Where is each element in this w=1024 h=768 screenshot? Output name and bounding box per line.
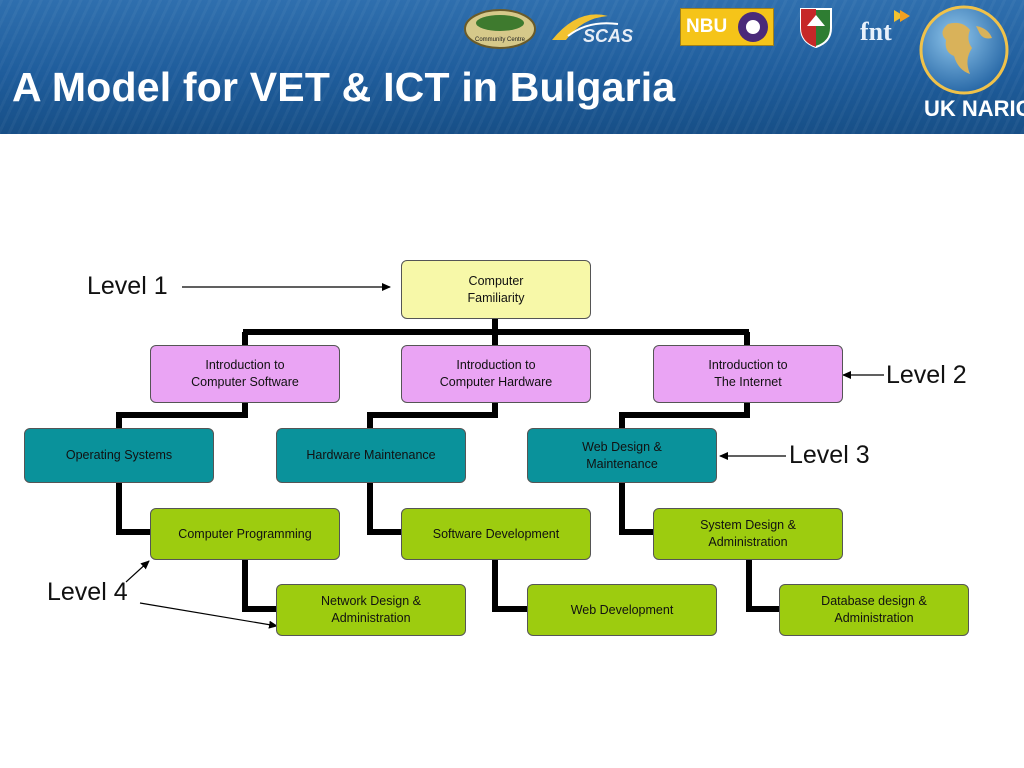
scas-logo: SCAS <box>552 14 633 46</box>
node-label: Database design & Administration <box>821 594 927 625</box>
node-label: Network Design & Administration <box>320 594 422 625</box>
node-label: Hardware Maintenance <box>306 448 436 462</box>
node-operating-systems: Operating Systems <box>24 428 214 483</box>
node-web-design: Web Design & Maintenance <box>527 428 717 483</box>
nbu-logo: NBU <box>680 8 774 46</box>
node-label: Operating Systems <box>65 448 173 462</box>
node-intro-hardware: Introduction to Computer Hardware <box>401 345 591 403</box>
node-database-design: Database design & Administration <box>779 584 969 636</box>
node-label: Web Development <box>570 602 674 617</box>
tree-connectors <box>116 319 779 612</box>
page-title: A Model for VET & ICT in Bulgaria <box>12 64 676 110</box>
level-arrows <box>125 283 884 629</box>
node-label: Introduction to The Internet <box>708 358 788 389</box>
node-label: System Design & Administration <box>700 518 796 549</box>
node-label: Introduction to Computer Software <box>191 358 299 389</box>
node-system-design: System Design & Administration <box>653 508 843 560</box>
node-computer-familiarity: Computer Familiarity <box>401 260 591 319</box>
node-label: Computer Programming <box>178 526 312 541</box>
header-banner: A Model for VET & ICT in Bulgaria Commun… <box>0 0 1024 134</box>
node-network-design: Network Design & Administration <box>276 584 466 636</box>
level-3-label: Level 3 <box>789 441 870 469</box>
fnt-logo: fnt <box>860 10 910 46</box>
scas-logo-text: SCAS <box>583 26 633 46</box>
level-2-label: Level 2 <box>886 361 967 389</box>
fnt-logo-text: fnt <box>860 17 892 46</box>
community-centre-logo: Community Centre <box>464 9 536 49</box>
uk-naric-label: UK NARIC <box>924 96 1024 121</box>
crest-logo <box>800 8 832 48</box>
node-intro-software: Introduction to Computer Software <box>150 345 340 403</box>
node-label: Web Design & Maintenance <box>582 439 662 471</box>
nbu-logo-text: NBU <box>686 16 728 37</box>
level-1-label: Level 1 <box>87 272 168 300</box>
node-software-development: Software Development <box>401 508 591 560</box>
node-web-development: Web Development <box>527 584 717 636</box>
node-label: Introduction to Computer Hardware <box>439 358 553 389</box>
node-hardware-maintenance: Hardware Maintenance <box>276 428 466 483</box>
node-label: Computer Familiarity <box>467 273 525 305</box>
node-label: Software Development <box>432 526 560 541</box>
community-centre-logo-text: Community Centre <box>475 37 526 43</box>
globe-icon <box>919 5 1009 95</box>
node-intro-internet: Introduction to The Internet <box>653 345 843 403</box>
node-computer-programming: Computer Programming <box>150 508 340 560</box>
level-4-label: Level 4 <box>47 578 128 606</box>
nbu-emblem-icon <box>738 12 768 42</box>
